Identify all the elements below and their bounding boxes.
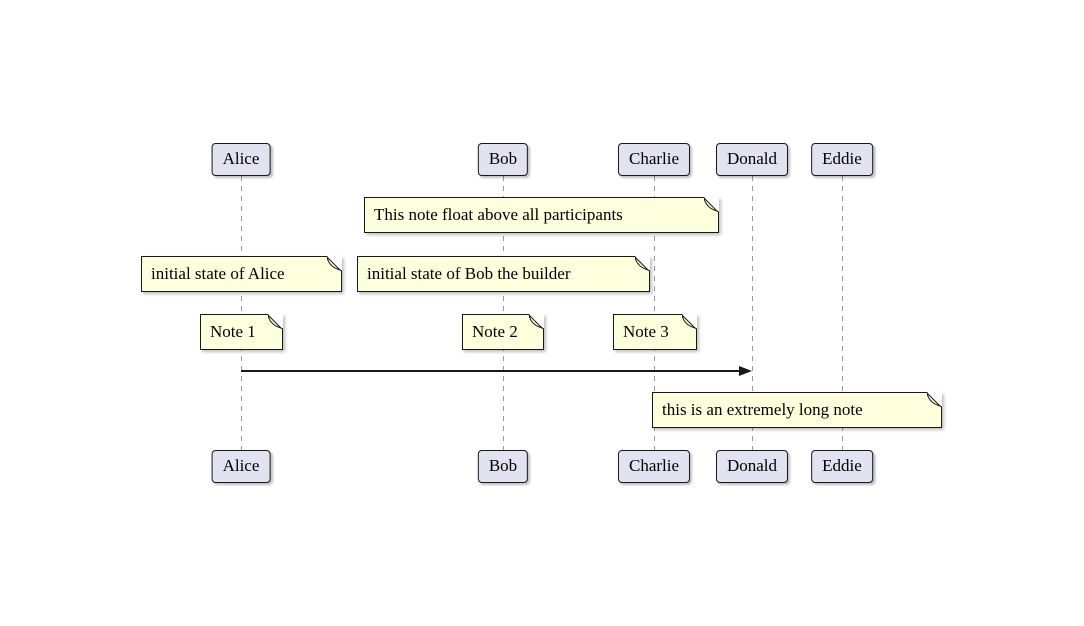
lifeline-alice bbox=[241, 176, 242, 451]
participant-label: Charlie bbox=[628, 149, 680, 168]
participant-label: Eddie bbox=[822, 456, 862, 475]
note-2: Note 2 bbox=[462, 314, 544, 350]
message-arrow-line bbox=[241, 370, 746, 372]
note-text: initial state of Alice bbox=[151, 264, 285, 283]
note-fold-icon bbox=[529, 314, 544, 329]
lifeline-charlie bbox=[654, 176, 655, 451]
note-extremely-long: this is an extremely long note bbox=[652, 392, 942, 428]
note-fold-icon bbox=[704, 197, 719, 212]
participant-bob-bottom: Bob bbox=[477, 450, 529, 483]
note-initial-state-bob: initial state of Bob the builder bbox=[357, 256, 650, 292]
participant-label: Donald bbox=[726, 456, 778, 475]
participant-label: Bob bbox=[488, 149, 518, 168]
participant-eddie-top: Eddie bbox=[811, 143, 873, 176]
participant-bob-top: Bob bbox=[477, 143, 529, 176]
note-text: initial state of Bob the builder bbox=[367, 264, 571, 283]
note-text: Note 2 bbox=[472, 322, 518, 341]
participant-alice-bottom: Alice bbox=[211, 450, 271, 483]
participant-eddie-bottom: Eddie bbox=[811, 450, 873, 483]
participant-donald-bottom: Donald bbox=[715, 450, 789, 483]
note-1: Note 1 bbox=[200, 314, 283, 350]
participant-label: Bob bbox=[488, 456, 518, 475]
participant-label: Charlie bbox=[628, 456, 680, 475]
note-text: Note 3 bbox=[623, 322, 669, 341]
participant-label: Alice bbox=[222, 149, 260, 168]
participant-label: Alice bbox=[222, 456, 260, 475]
participant-label: Eddie bbox=[822, 149, 862, 168]
note-text: This note float above all participants bbox=[374, 205, 623, 224]
message-arrowhead-icon bbox=[739, 366, 752, 376]
participant-label: Donald bbox=[726, 149, 778, 168]
note-fold-icon bbox=[327, 256, 342, 271]
lifeline-eddie bbox=[842, 176, 843, 451]
note-3: Note 3 bbox=[613, 314, 697, 350]
participant-alice-top: Alice bbox=[211, 143, 271, 176]
lifeline-bob bbox=[503, 176, 504, 451]
note-text: Note 1 bbox=[210, 322, 256, 341]
lifeline-donald bbox=[752, 176, 753, 451]
participant-charlie-bottom: Charlie bbox=[617, 450, 691, 483]
participant-charlie-top: Charlie bbox=[617, 143, 691, 176]
note-fold-icon bbox=[635, 256, 650, 271]
note-fold-icon bbox=[927, 392, 942, 407]
note-float-above-participants: This note float above all participants bbox=[364, 197, 719, 233]
note-initial-state-alice: initial state of Alice bbox=[141, 256, 342, 292]
note-fold-icon bbox=[268, 314, 283, 329]
note-fold-icon bbox=[682, 314, 697, 329]
note-text: this is an extremely long note bbox=[662, 400, 863, 419]
participant-donald-top: Donald bbox=[715, 143, 789, 176]
